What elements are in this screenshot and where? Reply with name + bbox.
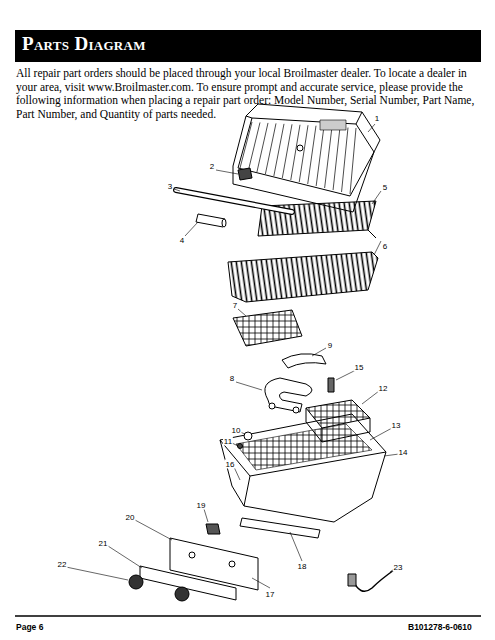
control-knob [129, 575, 189, 601]
callout-number: 14 [398, 448, 409, 457]
thermometer [238, 168, 252, 180]
firebox [220, 414, 386, 522]
callout-number: 17 [265, 590, 276, 599]
callout-number: 16 [225, 460, 236, 469]
rock-grate [233, 310, 302, 346]
callout-number: 5 [382, 183, 388, 192]
screw [238, 444, 243, 449]
valve [206, 524, 220, 534]
igniter-electrode [328, 378, 334, 392]
callout-number: 7 [232, 301, 238, 310]
title-bar [15, 30, 481, 62]
callout-number: 2 [209, 162, 215, 171]
leader-lines [66, 124, 399, 588]
heat-shield [282, 354, 326, 368]
callout-number: 9 [327, 341, 333, 350]
callout-number: 18 [297, 562, 308, 571]
page-number: Page 6 [16, 622, 43, 632]
callout-number: 10 [231, 426, 242, 435]
handle-spacer [196, 214, 226, 227]
callout-number: 11 [223, 437, 233, 446]
manifold-bracket [240, 518, 320, 538]
callout-number: 15 [354, 363, 365, 372]
intro-text: All repair part orders should be placed … [16, 67, 484, 121]
callout-number: 19 [196, 501, 207, 510]
burner [265, 378, 312, 413]
igniter-wire [352, 570, 394, 591]
callout-number: 22 [57, 560, 68, 569]
callout-number: 4 [179, 236, 185, 245]
callout-number: 1 [374, 114, 380, 123]
callout-number: 8 [229, 374, 235, 383]
footer-rule [15, 615, 481, 617]
cooking-grid [228, 252, 378, 302]
callout-number: 20 [125, 513, 136, 522]
briquette-tray [306, 400, 370, 442]
callout-number: 3 [167, 182, 173, 191]
handle [176, 190, 292, 212]
callout-number: 6 [382, 242, 388, 251]
document-code: B101278-6-0610 [408, 622, 472, 632]
valve-fitting [244, 432, 252, 440]
label-plate [140, 566, 236, 600]
callout-number: 23 [393, 563, 404, 572]
page-title: Parts Diagram [22, 33, 146, 55]
hood [233, 104, 380, 212]
callout-number: 21 [98, 539, 109, 548]
callout-number: 13 [391, 421, 402, 430]
callout-number: 12 [378, 384, 389, 393]
